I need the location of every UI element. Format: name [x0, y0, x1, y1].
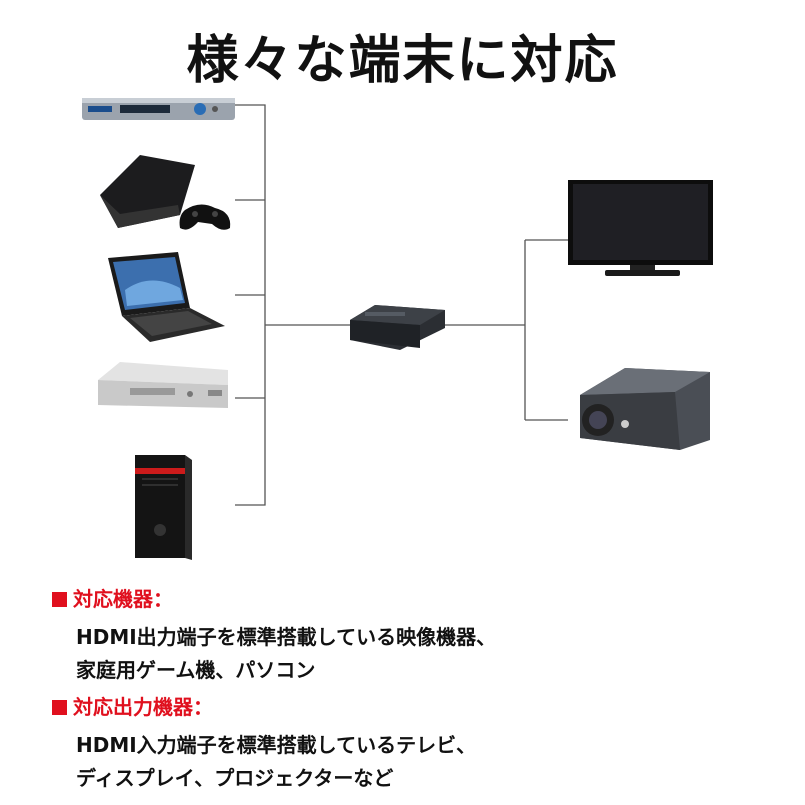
hdmi-splitter-icon [350, 305, 445, 350]
bullet-square-icon [52, 700, 67, 715]
devices-line-2: 家庭用ゲーム機、パソコン [76, 658, 316, 682]
desktop-pc-icon [135, 455, 192, 560]
devices-line-1: HDMI出力端子を標準搭載している映像機器、 [76, 625, 497, 649]
connection-diagram [82, 98, 713, 560]
projector-icon [580, 368, 710, 450]
connector-lines [235, 104, 568, 506]
section-heading-output-devices: 対応出力機器： [52, 691, 213, 720]
page-title: 様々な端末に対応 [186, 31, 619, 91]
game-console-icon [100, 155, 231, 230]
output-devices-line-2: ディスプレイ、プロジェクターなど [76, 766, 394, 790]
section-heading-devices: 対応機器： [52, 583, 173, 612]
laptop-icon [108, 252, 225, 342]
set-top-box-icon [98, 362, 228, 408]
output-devices-line-1: HDMI入力端子を標準搭載しているテレビ、 [76, 733, 477, 757]
tv-icon [568, 180, 713, 276]
dvd-player-icon [82, 98, 235, 120]
bullet-square-icon [52, 592, 67, 607]
